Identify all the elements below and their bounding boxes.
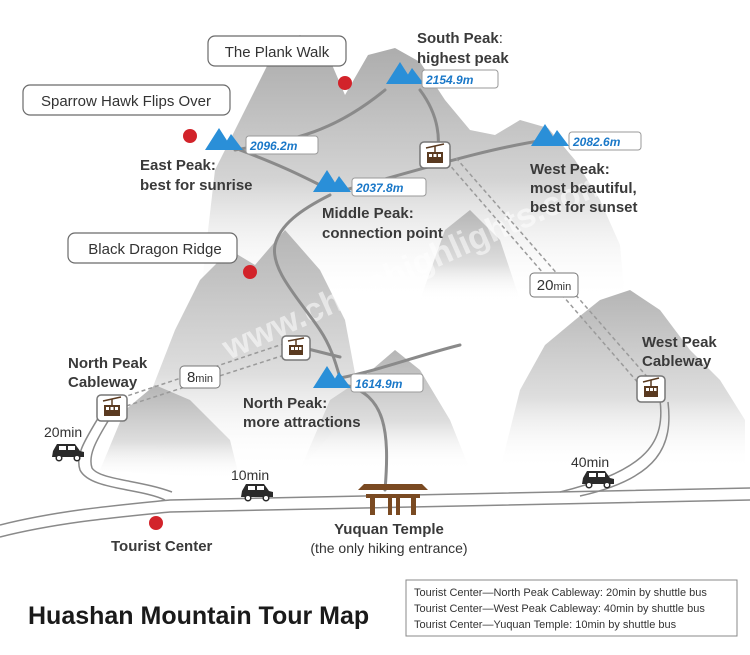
attraction-callouts: The Plank Walk Sparrow Hawk Flips Over B… <box>22 35 352 530</box>
west-cable-line-b <box>455 157 651 381</box>
tourist-center-dot <box>149 516 163 530</box>
trail-middle-north <box>272 193 342 380</box>
south-elevation-box <box>421 69 499 89</box>
cableway-labels: North Peak Cableway West Peak Cableway <box>68 334 717 391</box>
cable-cars <box>96 141 666 422</box>
car-icon <box>582 471 614 489</box>
north-cable-road-b <box>90 417 173 493</box>
yuquan-temple-label: Yuquan Temple <box>334 521 444 538</box>
drive-time-west-cableway: 40min <box>571 454 609 470</box>
plank-walk-dot <box>338 76 352 90</box>
west-elevation-box <box>568 131 642 151</box>
main-road-bottom <box>0 499 750 538</box>
south-peak-name: South Peak: <box>417 30 503 47</box>
elevation-labels: 2154.9m 2096.2m 2037.8m 2082.6m 1614.9m <box>245 69 642 393</box>
north-peak-desc: more attractions <box>243 414 361 431</box>
east-peak-name: East Peak: <box>140 157 216 174</box>
north-cableway-name: North Peak <box>68 355 148 372</box>
east-foothill <box>500 290 745 470</box>
west-ride-time-box <box>529 272 579 298</box>
east-elevation-box <box>245 135 319 155</box>
car-icon <box>241 484 273 502</box>
yuquan-temple-gate-icon <box>358 484 428 515</box>
west-elevation: 2082.6m <box>572 135 621 149</box>
north-peak-name: North Peak: <box>243 395 327 412</box>
west-cableway-name: West Peak <box>642 334 717 351</box>
peak-names: South Peak: highest peak East Peak: best… <box>140 30 638 431</box>
main-massif <box>200 35 625 300</box>
sparrow-hawk-callout <box>22 84 231 116</box>
south-peak-desc: highest peak <box>417 50 509 67</box>
central-foothill <box>300 350 470 470</box>
roads <box>0 399 750 538</box>
middle-elevation: 2037.8m <box>355 181 404 195</box>
west-ride-time: 20min <box>537 277 571 294</box>
drive-time-yuquan: 10min <box>231 467 269 483</box>
west-peak-name: West Peak: <box>530 161 610 178</box>
middle-peak-name: Middle Peak: <box>322 205 414 222</box>
black-dragon-label: Black Dragon Ridge <box>88 241 221 258</box>
north-upper-cable-car-icon <box>281 335 311 361</box>
legend-line-3: Tourist Center—Yuquan Temple: 10min by s… <box>414 619 677 631</box>
legend-box: Tourist Center—North Peak Cableway: 20mi… <box>405 579 738 637</box>
black-dragon-callout <box>67 232 238 264</box>
plank-walk-callout <box>207 35 347 67</box>
legend-line-1: Tourist Center—North Peak Cableway: 20mi… <box>414 587 707 599</box>
middle-peak-desc: connection point <box>322 225 443 242</box>
ride-time-boxes: 8min 20min <box>179 272 579 389</box>
north-cableway-label: Cableway <box>68 374 138 391</box>
west-cable-road-b <box>579 401 670 497</box>
north-cable-road-a <box>78 414 166 501</box>
west-upper-cable-car-icon <box>419 141 451 169</box>
mountain-range <box>100 35 745 480</box>
map-title: Huashan Mountain Tour Map <box>28 602 369 630</box>
car-icon <box>52 444 84 462</box>
sparrow-hawk-label: Sparrow Hawk Flips Over <box>41 93 211 110</box>
legend-line-2: Tourist Center—West Peak Cableway: 40min… <box>414 603 705 615</box>
north-ride-time-box <box>179 365 221 389</box>
drive-time-north-cableway: 20min <box>44 424 82 440</box>
west-station-cable-car-icon <box>636 375 666 403</box>
east-peak-desc: best for sunrise <box>140 177 253 194</box>
east-elevation: 2096.2m <box>249 139 298 153</box>
yuquan-temple-note: (the only hiking entrance) <box>310 540 467 556</box>
sparrow-hawk-dot <box>183 129 197 143</box>
black-dragon-dot <box>243 265 257 279</box>
north-elevation: 1614.9m <box>355 377 403 391</box>
tourist-center-label: Tourist Center <box>111 538 213 555</box>
south-elevation: 2154.9m <box>425 73 474 87</box>
north-elevation-box <box>350 373 424 393</box>
middle-elevation-box <box>351 177 427 197</box>
west-peak-desc-2: best for sunset <box>530 199 638 216</box>
shuttle-cars: 20min 10min 40min <box>44 424 614 502</box>
main-road-top <box>0 487 750 526</box>
north-ride-time: 8min <box>187 369 213 386</box>
west-peak-desc-1: most beautiful, <box>530 180 637 197</box>
plank-walk-label: The Plank Walk <box>225 44 330 61</box>
inner-ridge <box>420 210 520 300</box>
west-cableway-label: Cableway <box>642 353 712 370</box>
west-foothill <box>100 385 240 480</box>
north-station-cable-car-icon <box>96 394 128 422</box>
